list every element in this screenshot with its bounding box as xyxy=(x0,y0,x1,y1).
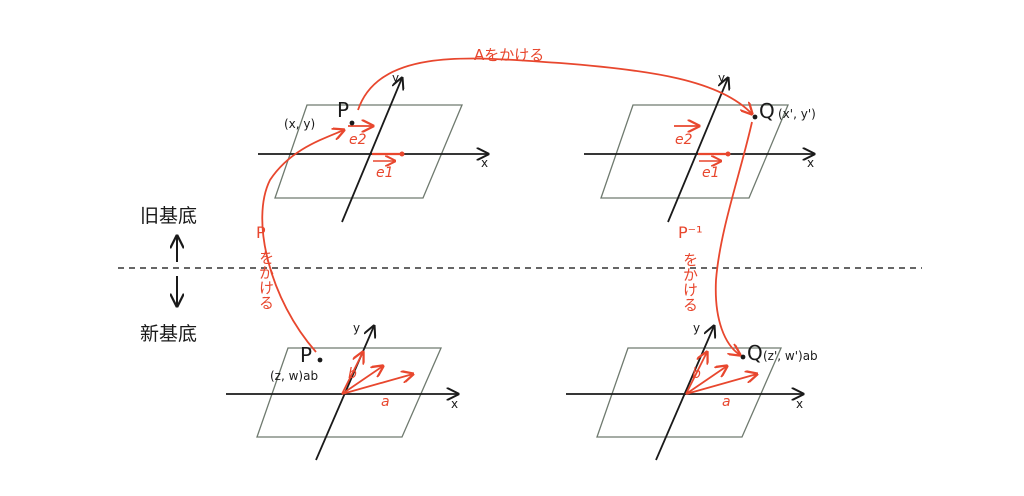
x-axis-label: x xyxy=(807,156,814,170)
point-coords: (z, w)ab xyxy=(270,369,318,383)
a-label: a xyxy=(722,394,731,410)
plane xyxy=(600,104,789,199)
panel-top-right: x y e1 e2 Q (x', y') xyxy=(584,71,816,223)
y-axis-label: y xyxy=(693,321,700,335)
point-dot xyxy=(317,357,323,363)
y-axis xyxy=(341,78,402,223)
y-axis-label: y xyxy=(353,321,360,335)
a-vector xyxy=(685,374,757,395)
point-label: Q xyxy=(747,341,763,365)
point-dot xyxy=(740,354,746,360)
plane xyxy=(274,104,463,199)
p-label-char: P xyxy=(256,223,266,242)
arrow-multiply-a-label: Aをかける xyxy=(474,46,544,64)
e1-tip-dot xyxy=(725,151,731,157)
panel-top-left: x y e1 e2 P (x, y) xyxy=(258,71,488,223)
y-axis-label: y xyxy=(718,71,725,85)
new-basis-label: 新基底 xyxy=(140,323,197,345)
x-axis-label: x xyxy=(796,397,803,411)
panel-bottom-left: x y a b P (z, w)ab xyxy=(226,321,458,461)
b-vector xyxy=(685,366,727,395)
point-label: P xyxy=(300,343,312,367)
x-axis-label: x xyxy=(481,156,488,170)
point-dot xyxy=(349,120,355,126)
arrow-multiply-a xyxy=(357,57,752,114)
b-vector-2 xyxy=(341,352,363,395)
arrow-multiply-p-inverse xyxy=(714,121,753,355)
arrow-multiply-p-inverse-text: をかける xyxy=(681,252,699,312)
a-label: a xyxy=(381,394,390,410)
e1-label: e1 xyxy=(702,165,720,181)
b-vector-2 xyxy=(685,352,707,395)
y-axis-label: y xyxy=(392,71,399,85)
point-label: P xyxy=(337,98,349,122)
a-vector xyxy=(341,374,413,395)
point-dot xyxy=(752,114,758,120)
point-coords: (x, y) xyxy=(284,117,315,131)
arrow-multiply-p-text: をかける xyxy=(257,250,275,310)
p-inverse-label: P⁻¹ xyxy=(678,223,703,242)
b-label: b xyxy=(348,366,357,382)
b-vector xyxy=(341,366,383,395)
point-label: Q xyxy=(759,99,775,123)
e2-label: e2 xyxy=(675,132,693,148)
plane xyxy=(256,347,442,438)
panel-bottom-right: x y a b Q (z', w')ab xyxy=(566,321,818,461)
e1-label: e1 xyxy=(376,165,394,181)
y-axis xyxy=(667,78,728,223)
x-axis-label: x xyxy=(451,397,458,411)
point-coords: (z', w')ab xyxy=(763,349,818,363)
point-coords: (x', y') xyxy=(778,107,816,121)
e1-tip-dot xyxy=(399,151,405,157)
e2-label: e2 xyxy=(349,132,367,148)
b-label: b xyxy=(692,366,701,382)
arrow-multiply-p xyxy=(261,130,344,353)
y-axis xyxy=(655,326,714,461)
arrow-multiply-p-label: P xyxy=(256,223,266,242)
old-basis-label: 旧基底 xyxy=(140,205,197,227)
